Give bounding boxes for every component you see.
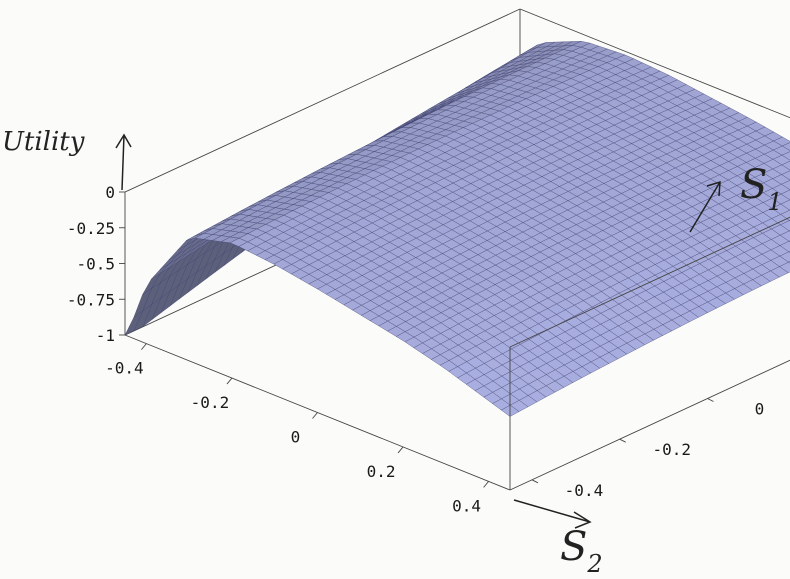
z-tick-label: -0.25: [67, 219, 115, 238]
s1-axis-subscript: 1: [767, 188, 782, 216]
s2-tick-label: -0.4: [105, 359, 144, 378]
s2-axis-letter: S: [560, 524, 587, 570]
s2-tick-mark: [226, 377, 233, 385]
z-axis-label: Utility: [2, 127, 85, 157]
s2-tick-label: 0.2: [367, 462, 396, 481]
s2-axis-subscript: 2: [586, 550, 602, 578]
s2-tick-mark: [397, 446, 404, 454]
z-tick-label: -1: [96, 326, 115, 345]
s1-tick-label: -0.2: [652, 440, 691, 459]
s2-axis-arrow: [513, 499, 592, 529]
box-edge: [519, 8, 790, 119]
s1-tick-label: -0.4: [565, 481, 604, 500]
s2-tick-mark: [312, 412, 318, 419]
s2-tick-label: 0: [291, 428, 301, 447]
s1-tick-mark: [531, 479, 539, 484]
s1-axis-label: S1: [740, 162, 783, 216]
s1-axis-letter: S: [740, 162, 767, 208]
s2-tick-mark: [483, 481, 489, 488]
z-tick-label: -0.75: [67, 290, 115, 309]
s1-tick-mark: [619, 438, 626, 443]
s1-tick-label: 0: [755, 400, 765, 419]
s2-tick-label: -0.2: [191, 393, 230, 412]
s2-axis-label: S2: [560, 524, 603, 578]
z-tick-label: -0.5: [76, 255, 115, 274]
utility-surface: [124, 41, 790, 417]
s1-axis-arrow: [689, 180, 721, 233]
s1-tick-mark: [707, 398, 714, 402]
s2-tick-mark: [141, 343, 147, 350]
z-axis-arrow: [115, 133, 132, 191]
s2-tick-label: 0.4: [452, 496, 481, 515]
axis-ticks: -0.4-0.200.20.4-0.4-0.200.20.40-0.25-0.5…: [67, 183, 765, 515]
box-edge: [124, 8, 521, 193]
z-tick-label: 0: [105, 183, 115, 202]
box-edge: [509, 216, 790, 348]
